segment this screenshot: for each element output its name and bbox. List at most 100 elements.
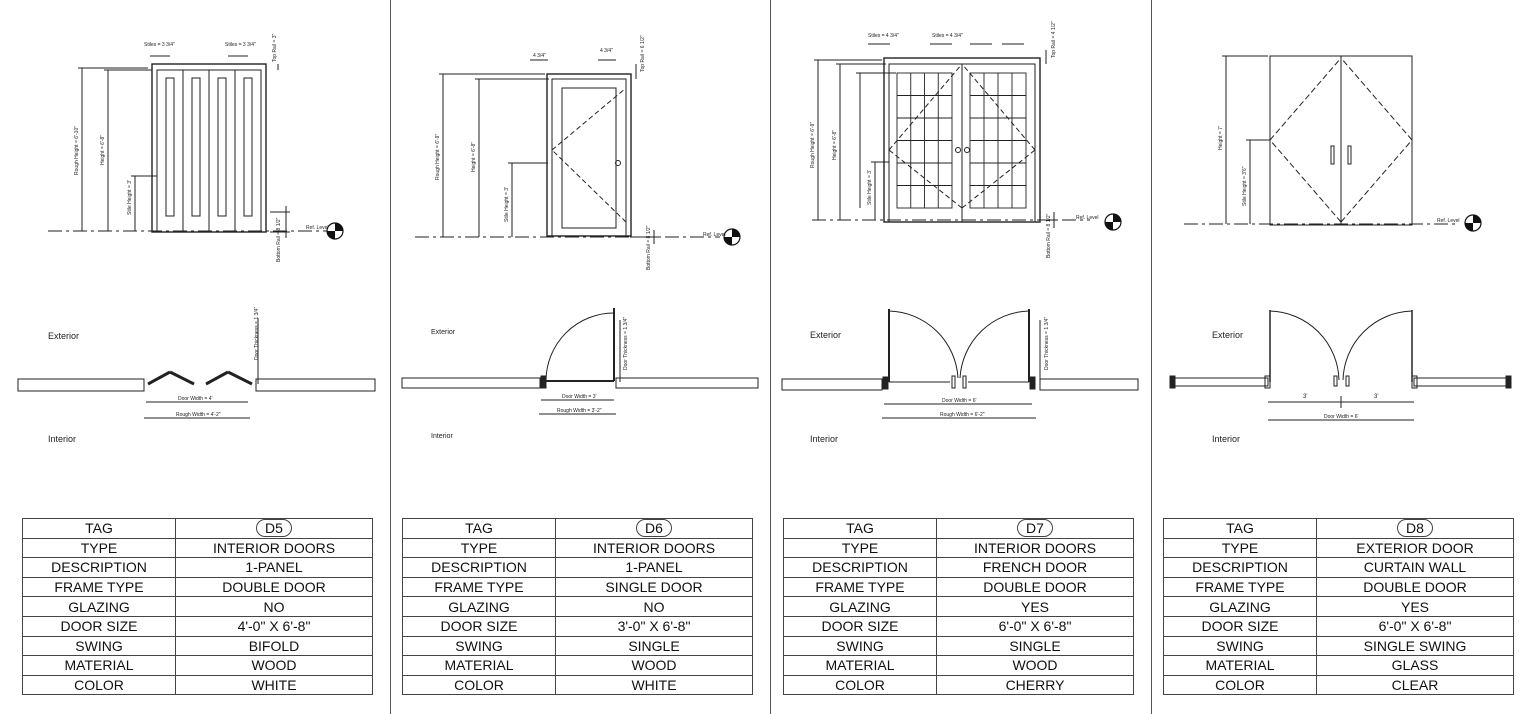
d8-dim-height: Height = 7': [1218, 126, 1224, 150]
d5-dim-height: Height = 6'-8": [100, 135, 106, 165]
d7-elevation-dims: [814, 43, 1058, 228]
d6-label-interior: Interior: [431, 433, 453, 440]
d8-plan: [1169, 310, 1512, 421]
drawings-canvas: Stiles = 3 3/4" Stiles = 3 3/4" Top Rail…: [17, 21, 1512, 444]
schedule-key: MATERIAL: [1163, 655, 1317, 676]
schedule-key: TYPE: [402, 537, 556, 559]
schedule-key: DOOR SIZE: [402, 615, 556, 637]
schedule-value: BIFOLD: [175, 635, 373, 657]
door-tag-pill: D7: [1017, 519, 1053, 538]
d7-dim-bottom-rail: Bottom Rail = 8 1/2": [1046, 213, 1052, 258]
schedule-value: CURTAIN WALL: [1316, 557, 1514, 578]
schedule-key: SWING: [1163, 635, 1317, 657]
d6-ref-level: Ref. Level: [703, 232, 726, 238]
schedule-key: DOOR SIZE: [1163, 615, 1317, 637]
d7-glass-grid: [896, 72, 1027, 209]
schedule-value: SINGLE SWING: [1316, 635, 1514, 657]
door-tag-pill: D8: [1397, 519, 1433, 538]
schedule-key: MATERIAL: [783, 655, 937, 676]
schedule-value: SINGLE: [555, 635, 753, 657]
d5-label-exterior: Exterior: [48, 331, 79, 341]
d8-dim-door-width: Door Width = 6': [1324, 414, 1358, 420]
schedule-key: GLAZING: [22, 596, 176, 617]
schedule-key: FRAME TYPE: [1163, 576, 1317, 598]
d7-dim-top-rail: Top Rail = 4 1/2": [1051, 21, 1057, 58]
d7-dim-stiles-right: Stiles = 4 3/4": [932, 33, 963, 39]
schedule-value: YES: [1316, 596, 1514, 617]
d5-dim-stiles-right: Stiles = 3 3/4": [225, 42, 256, 48]
schedule-key: TYPE: [22, 537, 176, 559]
d6-dim-rough-width: Rough Width = 3'-2": [557, 408, 602, 414]
schedule-value: CHERRY: [936, 674, 1134, 696]
d7-dim-height: Height = 6'-8": [832, 130, 838, 160]
schedule-key: DOOR SIZE: [783, 615, 937, 637]
schedule-value: CLEAR: [1316, 674, 1514, 696]
schedule-key: DESCRIPTION: [783, 557, 937, 578]
schedule-value: EXTERIOR DOOR: [1316, 537, 1514, 559]
d5-label-interior: Interior: [48, 434, 76, 444]
schedule-value: 4'-0" X 6'-8": [175, 615, 373, 637]
d5-dim-bottom-rail: Bottom Rail = 8 1/2": [276, 217, 282, 262]
schedule-key: DESCRIPTION: [22, 557, 176, 578]
schedule-value: NO: [175, 596, 373, 617]
schedule-key: GLAZING: [402, 596, 556, 617]
d5-dim-door-thickness: Door Thickness = 1 3/4": [254, 307, 260, 360]
schedule-key: COLOR: [22, 674, 176, 696]
d6-dim-bottom-rail: Bottom Rail = 8 1/2": [646, 225, 652, 270]
schedule-key: DESCRIPTION: [402, 557, 556, 578]
schedule-value: 1-PANEL: [555, 557, 753, 578]
d5-elevation: [48, 55, 330, 238]
schedule-value: INTERIOR DOORS: [936, 537, 1134, 559]
d8-dim-leaf-right: 3': [1374, 394, 1378, 400]
schedule-value: FRENCH DOOR: [936, 557, 1134, 578]
d7-dim-stile-height: Stile Height = 3': [867, 170, 873, 205]
d7-label-interior: Interior: [810, 434, 838, 444]
d5-dim-stile-height: Stile Height = 3': [127, 180, 133, 215]
panel-divider: [390, 0, 391, 714]
d6-dim-stiles-right: 4 3/4": [600, 48, 613, 54]
schedule-key: TYPE: [1163, 537, 1317, 559]
d6-dim-stile-height: Stile Height = 3': [504, 187, 510, 222]
schedule-value: 1-PANEL: [175, 557, 373, 578]
door-tag-pill: D5: [256, 519, 292, 538]
schedule-value: 3'-0" X 6'-8": [555, 615, 753, 637]
schedule-key: SWING: [783, 635, 937, 657]
schedule-value: SINGLE: [936, 635, 1134, 657]
d7-ref-level: Ref. Level: [1076, 215, 1099, 221]
schedule-key: DOOR SIZE: [22, 615, 176, 637]
d6-label-exterior: Exterior: [431, 329, 456, 336]
door-tag-pill: D6: [636, 519, 672, 538]
panel-divider: [1151, 0, 1152, 714]
schedule-value: DOUBLE DOOR: [936, 576, 1134, 598]
d8-label-exterior: Exterior: [1212, 330, 1243, 340]
schedule-value: DOUBLE DOOR: [175, 576, 373, 598]
d6-dim-rough-height: Rough Height = 6'-9": [435, 134, 441, 180]
d5-dim-rough-height: Rough Height = 6'-10": [74, 126, 80, 175]
door-tag: D7: [936, 518, 1134, 539]
schedule-key: FRAME TYPE: [402, 576, 556, 598]
